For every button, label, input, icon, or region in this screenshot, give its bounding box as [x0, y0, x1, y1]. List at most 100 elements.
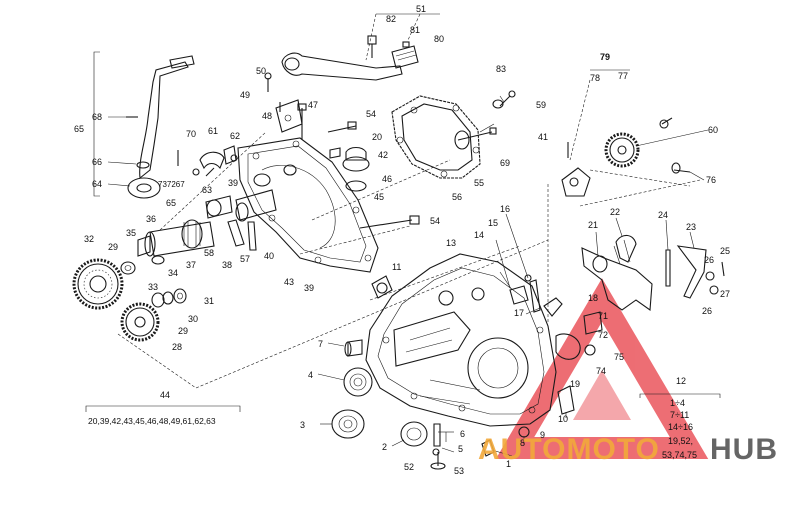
label-42: 42 [378, 150, 388, 160]
label-46: 46 [382, 174, 392, 184]
gear-selector [581, 234, 725, 356]
label-31: 31 [204, 296, 214, 306]
label-83: 83 [496, 64, 506, 74]
label-47: 47 [308, 100, 318, 110]
label-32: 32 [84, 234, 94, 244]
label-8: 8 [520, 438, 525, 448]
label-56: 56 [452, 192, 462, 202]
label-52: 52 [404, 462, 414, 472]
sprocket-60 [561, 117, 691, 197]
label-13: 13 [446, 238, 456, 248]
label-22: 22 [610, 207, 620, 217]
parts-14-17 [509, 274, 581, 360]
group-label-737267: 737267 [158, 180, 185, 189]
label-41: 41 [538, 132, 548, 142]
label-72: 72 [598, 330, 608, 340]
label-7: 7 [318, 339, 323, 349]
needle-bearing [120, 261, 136, 275]
label-26a: 26 [704, 255, 714, 265]
label-27: 27 [720, 289, 730, 299]
label-82: 82 [386, 14, 396, 24]
label-37: 37 [186, 260, 196, 270]
label-36: 36 [146, 214, 156, 224]
label-33: 33 [148, 282, 158, 292]
label-54a: 54 [366, 109, 376, 119]
bracket-48 [275, 99, 303, 133]
label-80: 80 [434, 34, 444, 44]
label-48: 48 [262, 111, 272, 121]
label-2: 2 [382, 442, 387, 452]
label-28: 28 [172, 342, 182, 352]
side-cover-43 [237, 137, 379, 273]
group-44-members: 20,39,42,43,45,46,48,49,61,62,63 [88, 416, 216, 426]
kickstart-shaft-assembly [137, 219, 215, 265]
label-26b: 26 [702, 306, 712, 316]
label-65b: 65 [166, 198, 176, 208]
label-74: 74 [596, 366, 606, 376]
label-21: 21 [588, 220, 598, 230]
label-35: 35 [126, 228, 136, 238]
label-57: 57 [240, 254, 250, 264]
group-12-line-1: 1÷4 [670, 398, 685, 408]
watermark-suffix: HUB [710, 433, 778, 466]
label-77: 77 [618, 71, 628, 81]
washers-29-31 [151, 288, 187, 308]
label-19: 19 [570, 379, 580, 389]
label-39a: 39 [228, 178, 238, 188]
group-label-65: 65 [74, 124, 84, 134]
label-34: 34 [168, 268, 178, 278]
watermark-logo [495, 278, 709, 459]
label-20: 20 [372, 132, 382, 142]
label-63: 63 [202, 185, 212, 195]
group-label-79: 79 [600, 52, 610, 62]
label-29a: 29 [108, 242, 118, 252]
label-50: 50 [256, 66, 266, 76]
watermark-prefix: AUTOMOTO [478, 433, 660, 466]
label-60: 60 [708, 125, 718, 135]
shafts-38-57-58 [205, 189, 277, 251]
group-labels: 51 65 79 737267 44 20,39,42,43,45,46,48,… [74, 4, 697, 460]
label-40: 40 [264, 251, 274, 261]
label-9: 9 [540, 430, 545, 440]
group-12-line-3: 14÷16 [668, 422, 693, 432]
shift-pedal [281, 35, 419, 81]
group-label-44: 44 [160, 390, 170, 400]
label-39b: 39 [304, 283, 314, 293]
label-25: 25 [720, 246, 730, 256]
group-12-line-4: 19,52, [668, 436, 693, 446]
label-58: 58 [204, 248, 214, 258]
label-78: 78 [590, 73, 600, 83]
label-45: 45 [374, 192, 384, 202]
label-6: 6 [460, 429, 465, 439]
label-30: 30 [188, 314, 198, 324]
label-75: 75 [614, 352, 624, 362]
label-61: 61 [208, 126, 218, 136]
label-69: 69 [500, 158, 510, 168]
group-label-12: 12 [676, 376, 686, 386]
label-66: 66 [92, 157, 102, 167]
group-12-line-2: 7÷11 [670, 410, 689, 420]
bearings [331, 339, 446, 470]
label-5: 5 [458, 444, 463, 454]
label-70: 70 [186, 129, 196, 139]
label-15: 15 [488, 218, 498, 228]
gear-28 [120, 302, 160, 342]
clutch-cover-56 [391, 95, 481, 179]
label-3: 3 [300, 420, 305, 430]
label-4: 4 [308, 370, 313, 380]
label-24: 24 [658, 210, 668, 220]
kickstart-lever [126, 55, 195, 199]
group-12-line-5: 53,74,75 [662, 450, 697, 460]
label-leaders [107, 95, 709, 457]
label-1: 1 [506, 459, 511, 469]
label-49: 49 [240, 90, 250, 100]
label-11: 11 [392, 262, 401, 272]
label-18: 18 [588, 293, 598, 303]
label-10: 10 [558, 414, 568, 424]
group-brackets [85, 13, 721, 412]
label-76: 76 [706, 175, 716, 185]
label-38: 38 [222, 260, 232, 270]
label-14: 14 [474, 230, 484, 240]
